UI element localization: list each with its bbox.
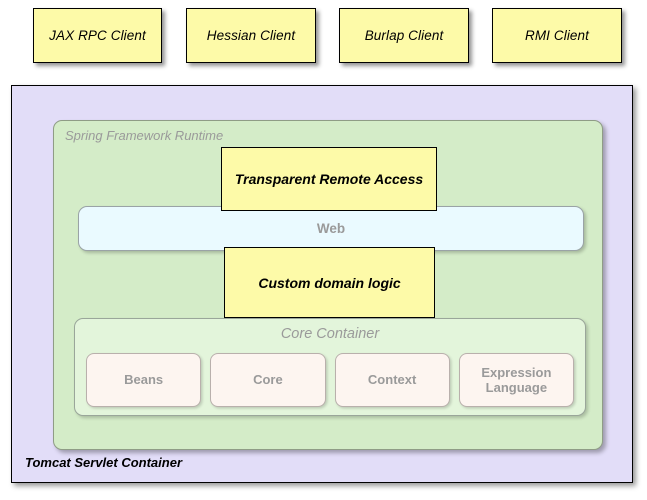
highlight-box-custom-domain-logic[interactable]: Custom domain logic <box>224 247 435 318</box>
tomcat-servlet-container-label: Tomcat Servlet Container <box>25 455 183 470</box>
core-module-beans[interactable]: Beans <box>86 353 202 407</box>
core-module-label: Beans <box>124 372 164 388</box>
client-box-rmi[interactable]: RMI Client <box>492 8 622 63</box>
client-box-hessian[interactable]: Hessian Client <box>186 8 316 63</box>
core-container: Core Container Beans Core Context Expres… <box>74 318 586 416</box>
core-module-label: Core <box>253 372 283 388</box>
client-box-label: RMI Client <box>524 28 589 43</box>
client-box-label: Hessian Client <box>206 28 296 43</box>
core-module-label: Context <box>367 372 417 388</box>
core-module-context[interactable]: Context <box>334 353 450 407</box>
client-box-label: JAX RPC Client <box>49 28 146 43</box>
web-layer-band: Web <box>78 206 584 251</box>
client-box-burlap[interactable]: Burlap Client <box>339 8 469 63</box>
highlight-box-label: Transparent Remote Access <box>234 171 424 187</box>
highlight-box-transparent-remote-access[interactable]: Transparent Remote Access <box>221 147 437 211</box>
client-box-jax-rpc[interactable]: JAX RPC Client <box>33 8 162 63</box>
client-box-label: Burlap Client <box>364 28 444 43</box>
highlight-box-label: Custom domain logic <box>258 274 401 291</box>
web-layer-label: Web <box>316 221 346 236</box>
spring-framework-runtime-label: Spring Framework Runtime <box>65 128 224 143</box>
core-module-core[interactable]: Core <box>210 353 326 407</box>
core-container-label: Core Container <box>280 326 380 342</box>
